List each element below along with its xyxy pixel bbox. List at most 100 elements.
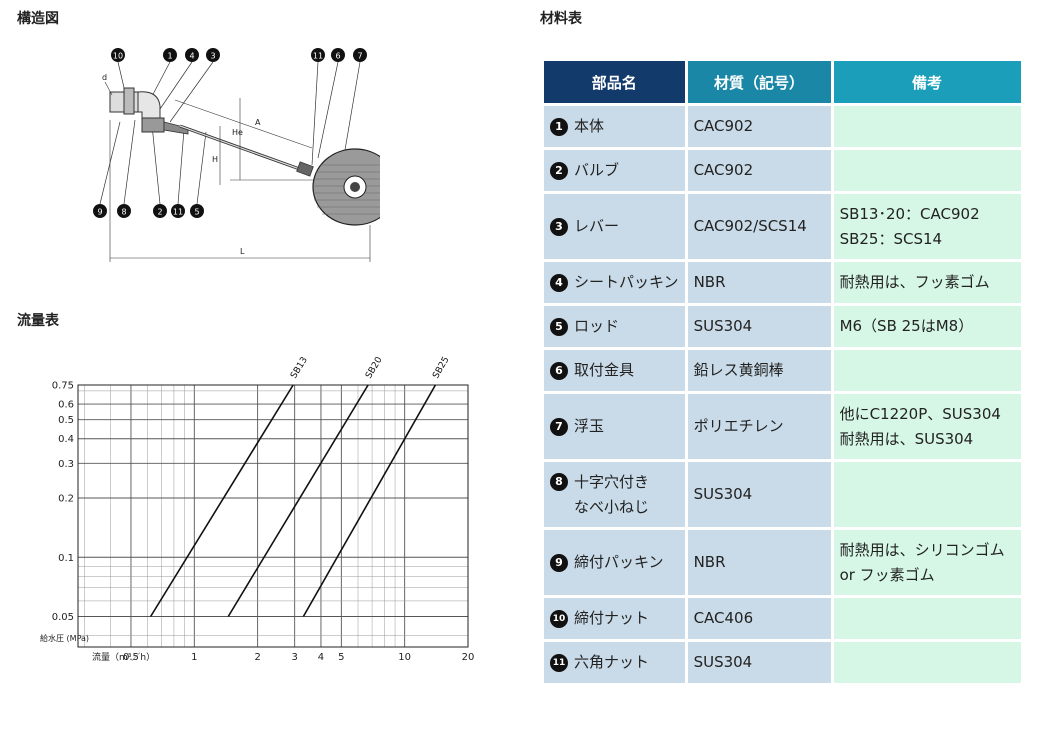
material-cell: 鉛レス黄銅棒 xyxy=(687,350,831,391)
number-badge: 2 xyxy=(550,161,568,180)
material-cell: ポリエチレン xyxy=(687,394,831,459)
callout-11-top: 11 xyxy=(313,52,323,61)
callout-6: 6 xyxy=(335,52,340,61)
y-tick-label: 0.1 xyxy=(58,553,74,564)
x-tick-label: 3 xyxy=(291,652,297,663)
callout-3: 3 xyxy=(210,52,215,61)
lever-rod xyxy=(163,121,314,177)
callout-5: 5 xyxy=(194,208,199,217)
number-badge: 7 xyxy=(550,417,568,436)
series-line xyxy=(149,384,294,617)
y-tick-label: 0.5 xyxy=(58,415,74,426)
part-cell: 2 バルブ xyxy=(544,150,685,191)
y-tick-label: 0.3 xyxy=(58,459,74,470)
note-cell xyxy=(833,150,1021,191)
part-cell: 5 ロッド xyxy=(544,306,685,347)
material-cell: CAC902 xyxy=(687,106,831,147)
structure-diagram: 10 1 4 3 11 6 7 9 8 2 11 5 d xyxy=(93,48,380,262)
series-label: SB20 xyxy=(364,355,385,380)
note-line-2: SB25：SCS14 xyxy=(839,229,943,248)
x-tick-label: 10 xyxy=(398,652,411,663)
material-cell: CAC902 xyxy=(687,150,831,191)
table-row: 6 取付金具 鉛レス黄銅棒 xyxy=(544,350,1021,391)
callouts-top: 10 1 4 3 11 6 7 xyxy=(111,48,367,62)
callout-8: 8 xyxy=(121,208,126,217)
callout-10: 10 xyxy=(113,52,123,61)
note-cell xyxy=(833,462,1021,527)
callout-2: 2 xyxy=(157,208,162,217)
part-name: レバー xyxy=(574,217,620,235)
note-cell: 他にC1220P、SUS304 耐熱用は、SUS304 xyxy=(833,394,1021,459)
dim-A: A xyxy=(255,118,261,127)
note-line-2: 耐熱用は、SUS304 xyxy=(839,429,974,448)
valve-body: d xyxy=(102,73,165,133)
part-name: 取付金具 xyxy=(574,361,635,379)
x-tick-label: 1 xyxy=(191,652,197,663)
structure-heading: 構造図 xyxy=(17,11,59,27)
material-cell: SUS304 xyxy=(687,462,831,527)
part-cell: 6 取付金具 xyxy=(544,350,685,391)
part-name-line-2: なべ小ねじ xyxy=(574,497,650,516)
header-material: 材質（記号） xyxy=(687,61,831,103)
table-row: 9 締付パッキン NBR 耐熱用は、シリコンゴム or フッ素ゴム xyxy=(544,530,1021,595)
number-badge: 4 xyxy=(550,273,568,292)
part-name: バルブ xyxy=(574,161,620,179)
part-name-line-1: 十字穴付き xyxy=(574,472,650,491)
header-notes: 備考 xyxy=(833,61,1021,103)
note-cell: M6（SB 25はM8） xyxy=(833,306,1021,347)
note-cell: 耐熱用は、フッ素ゴム xyxy=(833,262,1021,303)
table-row: 2 バルブ CAC902 xyxy=(544,150,1021,191)
dim-L: L xyxy=(240,247,245,256)
note-line-1: 耐熱用は、シリコンゴム xyxy=(839,540,1005,559)
note-cell xyxy=(833,598,1021,639)
material-cell: SUS304 xyxy=(687,306,831,347)
series-label: SB25 xyxy=(431,355,451,380)
note-cell xyxy=(833,350,1021,391)
x-tick-label: 0.5 xyxy=(123,652,139,663)
part-name: 本体 xyxy=(574,117,605,135)
number-badge: 6 xyxy=(550,361,568,380)
callouts-bottom: 9 8 2 11 5 xyxy=(93,204,204,218)
y-tick-label: 0.6 xyxy=(58,400,74,411)
note-cell: 耐熱用は、シリコンゴム or フッ素ゴム xyxy=(833,530,1021,595)
series-line xyxy=(227,384,369,617)
part-name: ロッド xyxy=(574,317,620,335)
material-cell: NBR xyxy=(687,262,831,303)
callout-4: 4 xyxy=(189,52,194,61)
number-badge: 9 xyxy=(550,553,568,572)
number-badge: 5 xyxy=(550,317,568,336)
material-cell: NBR xyxy=(687,530,831,595)
note-line-1: 他にC1220P、SUS304 xyxy=(839,404,1001,423)
y-tick-label: 0.2 xyxy=(58,493,74,504)
flow-heading: 流量表 xyxy=(17,313,59,329)
note-line-2: or フッ素ゴム xyxy=(839,565,935,584)
callout-7: 7 xyxy=(357,52,362,61)
material-cell: CAC406 xyxy=(687,598,831,639)
dim-He: He xyxy=(232,128,243,137)
materials-heading: 材料表 xyxy=(540,11,582,27)
callout-1: 1 xyxy=(167,52,172,61)
series-label: SB13 xyxy=(289,355,310,380)
part-name: 十字穴付きなべ小ねじ xyxy=(574,470,649,520)
y-tick-label: 0.4 xyxy=(58,434,74,445)
part-name: 締付ナット xyxy=(574,609,650,627)
y-axis-label: 給水圧 (MPa) xyxy=(40,633,89,643)
part-name: 締付パッキン xyxy=(574,553,664,571)
plot-frame xyxy=(77,384,469,648)
series-line xyxy=(302,384,437,617)
